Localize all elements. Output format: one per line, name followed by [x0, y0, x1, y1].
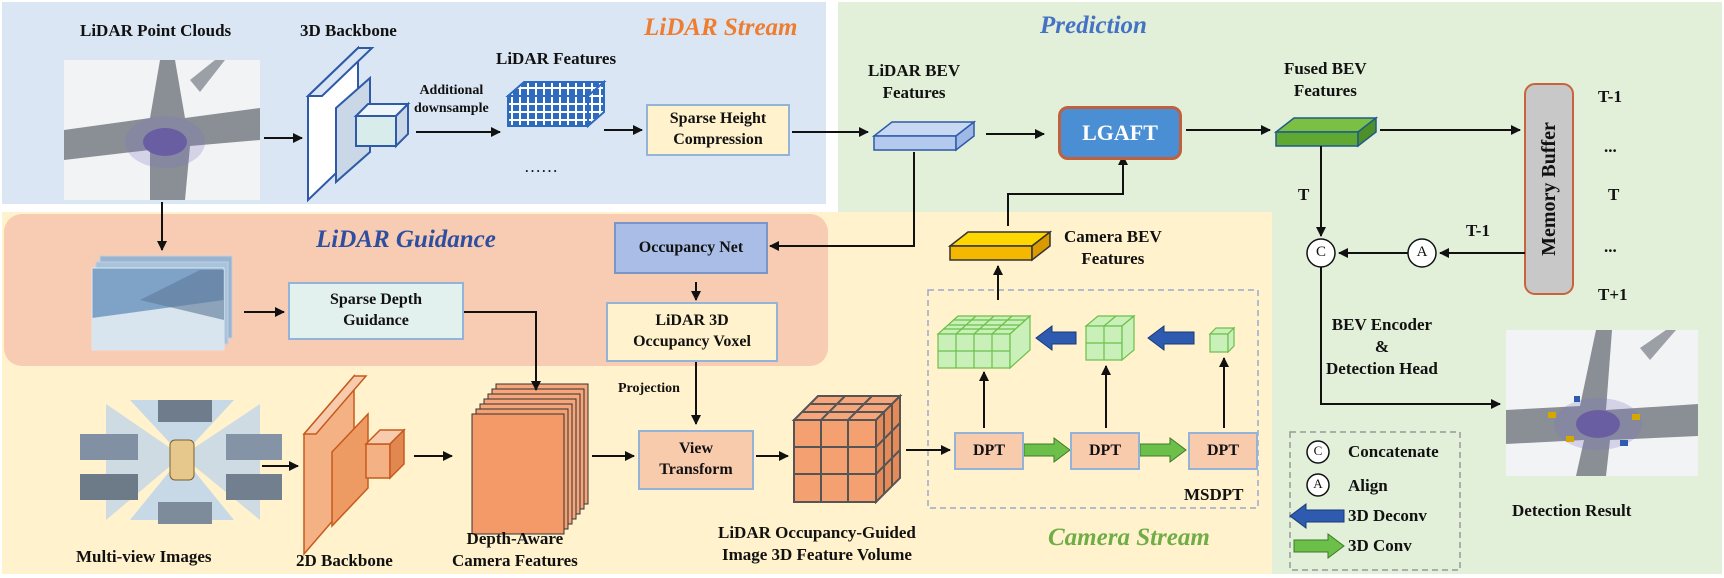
legend-concatenate: Concatenate — [1348, 442, 1439, 461]
camera-bev-label: Camera BEV Features — [1064, 227, 1162, 269]
lidar-point-cloud-image — [64, 60, 260, 200]
occupancy-net-box: Occupancy Net — [614, 222, 768, 274]
legend-box — [1289, 431, 1461, 571]
feature-volume-label: LiDAR Occupancy-Guided Image 3D Feature … — [718, 523, 916, 565]
concat-symbol: C — [1315, 244, 1326, 260]
deconv-arrow-2 — [1147, 325, 1195, 351]
lidar-bev-plate — [871, 120, 977, 152]
msdpt-region — [927, 289, 1259, 509]
sparse-depth-guidance-box: Sparse Depth Guidance — [288, 282, 464, 340]
memory-t: T — [1608, 185, 1620, 204]
t-minus-1-arrow-label: T-1 — [1466, 221, 1490, 240]
legend-align: Align — [1348, 476, 1388, 495]
depth-aware-feature-stack — [471, 383, 589, 535]
legend-align-node — [1306, 473, 1330, 497]
3d-backbone-blocks — [305, 45, 411, 203]
legend-deconv: 3D Deconv — [1348, 506, 1427, 525]
memory-dots-top: ... — [1604, 137, 1617, 156]
detection-result-label: Detection Result — [1512, 501, 1632, 520]
conv-arrow-1 — [1023, 437, 1071, 463]
view-transform-box: View Transform — [638, 430, 754, 490]
memory-t-plus-1: T+1 — [1598, 285, 1628, 304]
sparse-height-compression-box: Sparse Height Compression — [646, 104, 790, 156]
dpt-box-2: DPT — [1070, 432, 1140, 470]
prediction-title: Prediction — [1040, 12, 1147, 39]
camera-bev-plate — [947, 230, 1053, 262]
green-cube-small — [1208, 326, 1236, 354]
projection-label: Projection — [618, 381, 680, 396]
green-cube-medium — [1084, 314, 1136, 362]
detection-result-image — [1506, 330, 1698, 476]
lgaft-box: LGAFT — [1058, 106, 1182, 160]
conv-arrow-2 — [1139, 437, 1187, 463]
occupancy-voxel-box: LiDAR 3D Occupancy Voxel — [606, 302, 778, 362]
lidar-guidance-title: LiDAR Guidance — [316, 226, 496, 253]
lidar-features-ellipsis: …… — [524, 157, 558, 176]
memory-dots-bottom: ... — [1604, 237, 1617, 256]
2d-backbone-blocks — [302, 373, 406, 557]
dpt-box-1: DPT — [954, 432, 1024, 470]
legend-a-symbol: A — [1313, 476, 1323, 491]
green-cube-large — [936, 314, 1032, 370]
lidar-stream-title: LiDAR Stream — [644, 14, 798, 41]
legend-concat-node — [1306, 440, 1330, 464]
downsample-label: Additional downsample — [414, 83, 489, 116]
memory-buffer-label-wrap: Memory Buffer — [1525, 84, 1573, 294]
3d-backbone-label: 3D Backbone — [300, 21, 397, 40]
legend-deconv-arrow — [1289, 503, 1345, 529]
camera-stream-title: Camera Stream — [1048, 524, 1210, 551]
flow-arrows — [157, 125, 1525, 471]
multiview-images-label: Multi-view Images — [76, 547, 212, 566]
deconv-arrow-1 — [1035, 325, 1077, 351]
memory-buffer-label: Memory Buffer — [1538, 122, 1561, 256]
legend-conv-arrow — [1293, 533, 1345, 559]
dpt-box-3: DPT — [1188, 432, 1258, 470]
feature-volume-cube — [791, 393, 903, 505]
lidar-bev-label: LiDAR BEV Features — [868, 61, 961, 103]
fused-bev-label: Fused BEV Features — [1284, 59, 1367, 101]
legend-conv: 3D Conv — [1348, 536, 1412, 555]
multiview-image-group — [80, 400, 282, 524]
t-arrow-label: T — [1298, 185, 1310, 204]
lidar-features-label: LiDAR Features — [496, 49, 617, 68]
lidar-feature-cube — [505, 79, 607, 129]
guidance-image-stack — [91, 255, 233, 351]
align-symbol: A — [1416, 244, 1428, 260]
lidar-point-clouds-label: LiDAR Point Clouds — [80, 21, 232, 40]
legend-c-symbol: C — [1313, 443, 1323, 458]
2d-backbone-label: 2D Backbone — [296, 551, 393, 570]
memory-buffer-box — [1524, 83, 1574, 295]
depth-aware-label: Depth-Aware Camera Features — [452, 529, 578, 571]
msdpt-label: MSDPT — [1184, 485, 1244, 504]
bev-encoder-label: BEV Encoder & Detection Head — [1326, 315, 1438, 379]
fused-bev-plate — [1273, 116, 1379, 148]
memory-t-minus-1: T-1 — [1598, 87, 1622, 106]
